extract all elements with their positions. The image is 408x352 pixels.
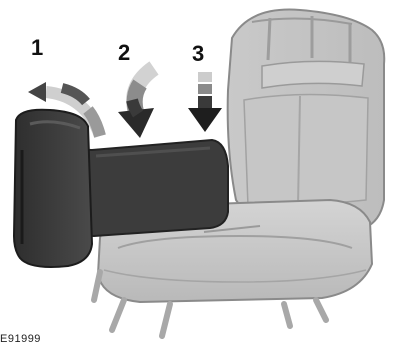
step-3-label: 3: [192, 43, 204, 65]
folded-headrest: [14, 110, 92, 267]
step-3-arrow: [188, 72, 222, 132]
figure-code: E91999: [0, 333, 41, 345]
step-1-label: 1: [31, 37, 43, 59]
step-2-label: 2: [118, 42, 130, 64]
seat-backrest: [228, 10, 385, 232]
step-2-arrow: [118, 68, 154, 138]
